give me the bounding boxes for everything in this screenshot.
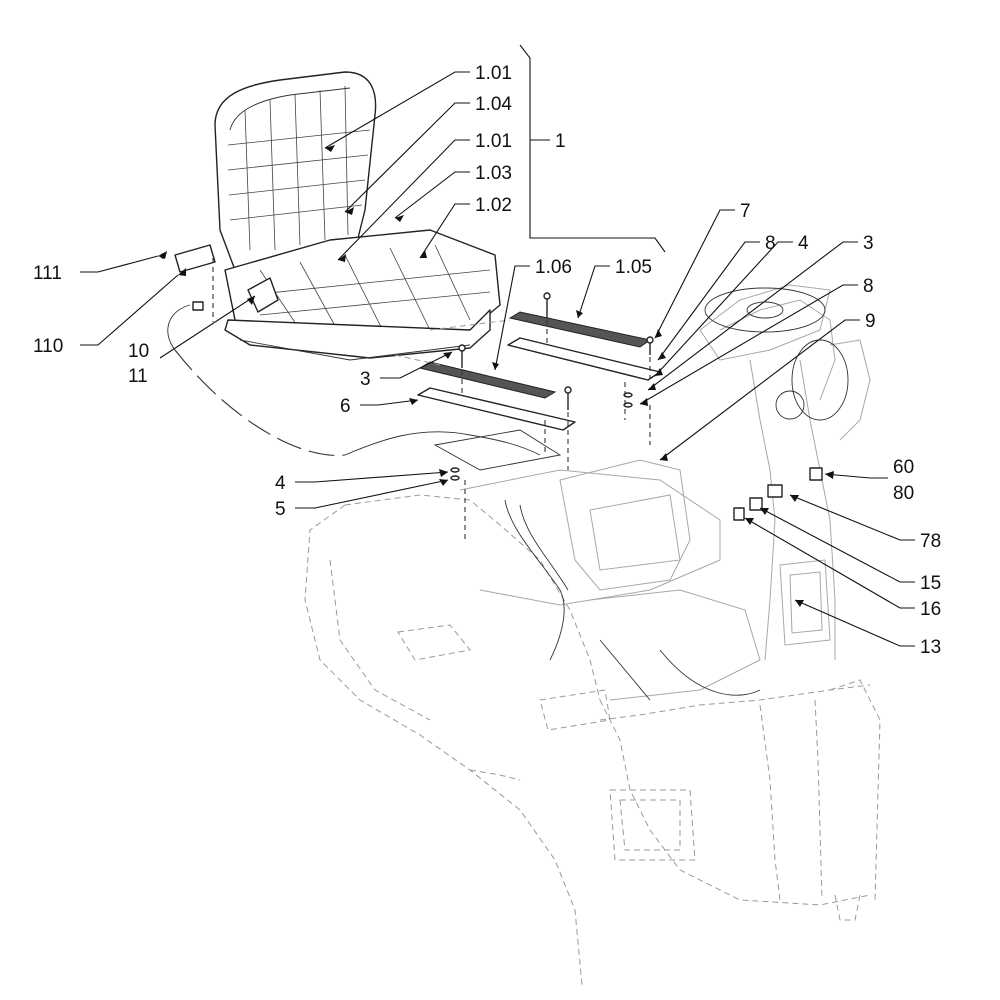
callout-11: 11 <box>128 366 148 387</box>
tractor-body-outline <box>304 284 881 986</box>
callout-15: 15 <box>920 573 941 594</box>
callout-3-upper: 3 <box>863 233 874 254</box>
leader-arrowheads <box>158 145 834 607</box>
callout-16: 16 <box>920 599 941 620</box>
callout-4-lower: 4 <box>275 473 286 494</box>
callout-110: 110 <box>33 336 63 357</box>
callout-1-01-backrest: 1.01 <box>475 63 512 84</box>
callout-4-upper: 4 <box>798 233 809 254</box>
callout-9: 9 <box>865 311 876 332</box>
callout-10: 10 <box>128 341 149 362</box>
callout-1-02: 1.02 <box>475 195 512 216</box>
callout-78: 78 <box>920 531 941 552</box>
callout-1-05: 1.05 <box>615 257 652 278</box>
callout-3-lower: 3 <box>360 369 371 390</box>
callout-1-06: 1.06 <box>535 257 572 278</box>
callout-5: 5 <box>275 499 286 520</box>
callout-labels: 1.01 1.04 1.01 1.03 1.02 1 7 8 4 3 8 9 1… <box>33 63 941 658</box>
callout-13: 13 <box>920 637 941 658</box>
callout-1-01-cushion: 1.01 <box>475 131 512 152</box>
seat-rails-and-brackets <box>174 258 823 540</box>
callout-1-group: 1 <box>555 131 566 152</box>
leader-lines <box>80 44 915 647</box>
callout-8-lower: 8 <box>863 276 874 297</box>
callout-6: 6 <box>340 396 351 417</box>
callout-80: 80 <box>893 483 914 504</box>
callout-7: 7 <box>740 201 751 222</box>
callout-1-03: 1.03 <box>475 163 512 184</box>
callout-60: 60 <box>893 457 914 478</box>
callout-1-04: 1.04 <box>475 94 512 115</box>
callout-111: 111 <box>33 263 62 284</box>
seat <box>160 71 501 361</box>
callout-8-upper: 8 <box>765 233 776 254</box>
